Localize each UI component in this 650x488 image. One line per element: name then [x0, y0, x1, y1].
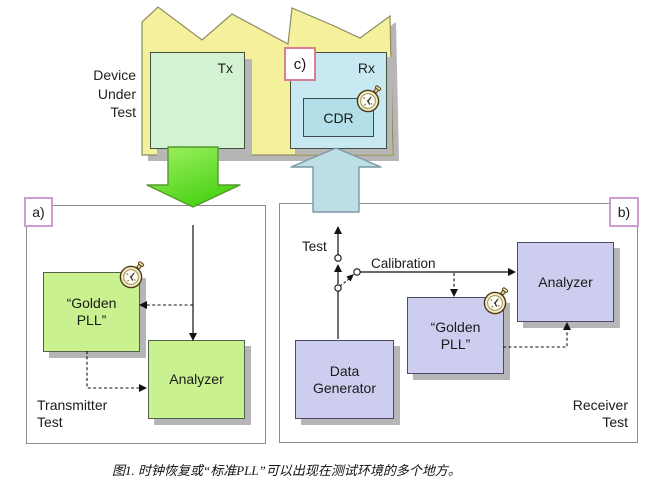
panel-a-tag: a)	[24, 197, 53, 227]
green-down-arrow	[146, 146, 241, 208]
golden-pll-line: “Golden	[66, 295, 117, 311]
data-generator-line: Generator	[312, 379, 377, 396]
stopwatch-icon	[115, 258, 147, 290]
data-generator-line: Data	[329, 362, 360, 379]
footer-line: Receiver	[572, 397, 628, 413]
rx-label: Rx	[357, 60, 375, 76]
stopwatch-icon	[352, 82, 384, 114]
analyzer-box-a: Analyzer	[148, 340, 245, 419]
dut-label-line: Under	[97, 85, 136, 102]
tx-label: Tx	[217, 60, 233, 76]
footer-line: Test	[37, 414, 63, 430]
rx-tag-c: c)	[284, 47, 316, 81]
footer-line: Test	[602, 414, 628, 430]
receiver-test-label: Receiver Test	[558, 397, 628, 431]
device-under-test-label: Device Under Test	[58, 66, 136, 122]
transmitter-test-label: Transmitter Test	[37, 397, 107, 431]
cdr-label: CDR	[323, 109, 354, 126]
golden-pll-line: “Golden	[430, 318, 481, 335]
calibration-path-label: Calibration	[371, 256, 436, 271]
analyzer-label: Analyzer	[538, 273, 593, 290]
golden-pll-line: PLL”	[76, 312, 107, 328]
test-path-label: Test	[302, 239, 327, 254]
figure-caption: 图1. 时钟恢复或“标准PLL”可以出现在测试环境的多个地方。	[112, 463, 461, 478]
analyzer-box-b: Analyzer	[517, 242, 614, 322]
dut-label-line: Test	[110, 104, 136, 120]
golden-pll-line: PLL”	[440, 335, 471, 352]
dut-label-line: Device	[93, 67, 136, 83]
panel-b-tag: b)	[609, 197, 639, 227]
stopwatch-icon	[479, 284, 511, 316]
tx-block: Tx	[150, 52, 245, 149]
analyzer-label: Analyzer	[169, 371, 224, 387]
data-generator-box: Data Generator	[295, 340, 394, 419]
footer-line: Transmitter	[37, 397, 108, 413]
